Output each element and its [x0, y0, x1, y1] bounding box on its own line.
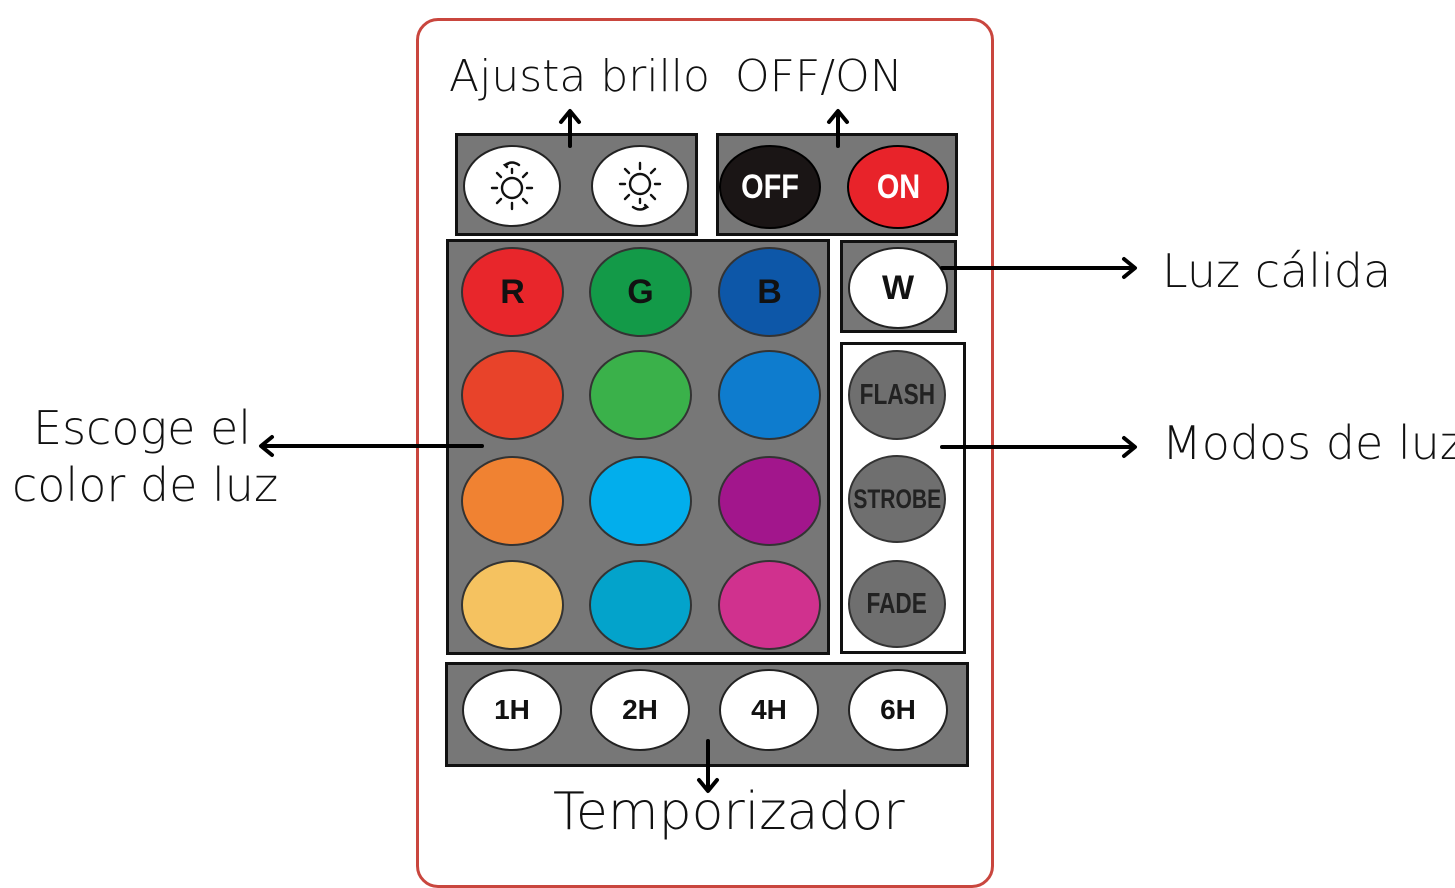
- timer-button-label: 4H: [751, 694, 787, 725]
- brightness-arrow: [559, 109, 581, 148]
- warm-white-label: W: [881, 268, 915, 307]
- off-button[interactable]: OFF: [719, 145, 821, 229]
- timer-button-label: 2H: [622, 694, 658, 725]
- color-button-label: R: [500, 272, 525, 311]
- timer-button-3[interactable]: 4H: [719, 669, 819, 751]
- color-button-label: B: [757, 272, 782, 311]
- on-button[interactable]: ON: [847, 145, 949, 229]
- timer-label: Temporizador: [553, 782, 905, 842]
- brightness-up-button[interactable]: [463, 145, 561, 227]
- warm-arrow: [940, 257, 1137, 279]
- choose-color-label-line2: color de luz: [12, 458, 279, 512]
- arrows-layer: [259, 109, 1137, 793]
- color-button-r4-c3[interactable]: [718, 560, 821, 650]
- brightness-up-icon: [490, 161, 534, 211]
- timer-button-label: 6H: [880, 694, 916, 725]
- flash-button[interactable]: FLASH: [848, 350, 946, 440]
- timer-button-label: 1H: [494, 694, 530, 725]
- power-label: OFF/ON: [735, 51, 903, 102]
- color-button-r2-c3[interactable]: [718, 350, 821, 440]
- color-button-r3-c3[interactable]: [718, 456, 821, 546]
- brightness-label: Ajusta brillo: [449, 51, 710, 102]
- color-button-r1-c1[interactable]: R: [461, 247, 564, 337]
- timer-button-4[interactable]: 6H: [848, 669, 948, 751]
- warm-white-button[interactable]: W: [848, 247, 948, 329]
- strobe-button[interactable]: STROBE: [848, 455, 946, 543]
- color-button-r1-c3[interactable]: B: [718, 247, 821, 337]
- timer-button-2[interactable]: 2H: [590, 669, 690, 751]
- color-button-r1-c2[interactable]: G: [589, 247, 692, 337]
- color-button-r2-c1[interactable]: [461, 350, 564, 440]
- timer-arrow: [697, 739, 719, 793]
- fade-label: FADE: [866, 587, 928, 620]
- on-label: ON: [876, 167, 920, 206]
- strobe-label: STROBE: [853, 483, 941, 514]
- color-button-label: G: [627, 272, 654, 311]
- color-button-r2-c2[interactable]: [589, 350, 692, 440]
- color-arrow: [259, 435, 484, 457]
- color-button-r4-c2[interactable]: [589, 560, 692, 650]
- flash-label: FLASH: [859, 378, 935, 411]
- brightness-down-button[interactable]: [591, 145, 689, 227]
- brightness-down-icon: [618, 161, 662, 211]
- fade-button[interactable]: FADE: [848, 560, 946, 648]
- modes-arrow: [940, 436, 1137, 458]
- power-arrow: [827, 109, 849, 148]
- color-button-r3-c1[interactable]: [461, 456, 564, 546]
- light-modes-label: Modos de luz: [1162, 416, 1455, 470]
- choose-color-label-line1: Escoge el: [33, 401, 252, 455]
- color-button-r3-c2[interactable]: [589, 456, 692, 546]
- off-label: OFF: [741, 167, 799, 206]
- timer-button-1[interactable]: 1H: [462, 669, 562, 751]
- warm-light-label: Luz cálida: [1162, 244, 1392, 298]
- color-button-r4-c1[interactable]: [461, 560, 564, 650]
